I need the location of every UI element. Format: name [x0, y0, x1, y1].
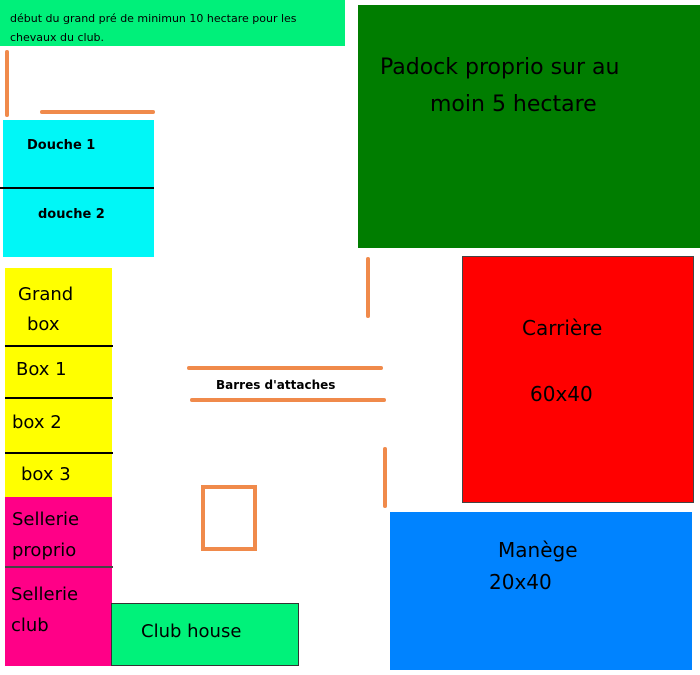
orange-square-outline — [201, 485, 257, 551]
carriere-size: 60x40 — [530, 382, 593, 406]
box-2: box 2 — [5, 399, 112, 452]
carriere: Carrière 60x40 — [462, 256, 694, 503]
grand-box: Grand box — [5, 268, 112, 346]
grand-box-line2: box — [27, 314, 60, 335]
box-2-label: box 2 — [12, 412, 62, 433]
manege-size: 20x40 — [489, 570, 552, 594]
fence-mid-vertical — [366, 257, 370, 318]
box-3: box 3 — [5, 454, 112, 497]
box-divider-1 — [5, 345, 113, 347]
douche-2-label: douche 2 — [38, 207, 105, 222]
sellerie-club-line2: club — [11, 615, 49, 636]
fence-left-vertical — [5, 50, 9, 117]
barre-top — [187, 366, 383, 370]
sellerie-club-line1: Sellerie — [11, 584, 79, 605]
carriere-name: Carrière — [522, 316, 603, 340]
note-pre-club-text: début du grand pré de minimun 10 hectare… — [10, 12, 297, 44]
box-divider-3 — [5, 452, 113, 454]
box-1: Box 1 — [5, 347, 112, 398]
padock-line2: moin 5 hectare — [430, 92, 597, 117]
barres-attaches-label: Barres d'attaches — [216, 378, 336, 392]
sellerie-proprio-line2: proprio — [12, 540, 77, 561]
manege-name: Manège — [498, 538, 578, 562]
fence-lower-vertical — [383, 447, 387, 508]
manege: Manège 20x40 — [390, 512, 692, 670]
padock-proprio: Padock proprio sur au moin 5 hectare — [358, 5, 700, 248]
douche-divider — [0, 187, 154, 189]
sellerie-club: Sellerie club — [5, 568, 112, 666]
box-1-label: Box 1 — [16, 359, 67, 380]
box-3-label: box 3 — [21, 464, 71, 485]
fence-top-horizontal — [40, 110, 155, 114]
sellerie-proprio: Sellerie proprio — [5, 497, 112, 567]
note-pre-club: début du grand pré de minimun 10 hectare… — [0, 0, 345, 46]
grand-box-line1: Grand — [18, 284, 74, 305]
douche-1-label: Douche 1 — [27, 138, 96, 153]
sellerie-divider — [5, 566, 113, 568]
sellerie-proprio-line1: Sellerie — [12, 509, 80, 530]
club-house: Club house — [111, 603, 299, 666]
club-house-label: Club house — [141, 621, 242, 642]
padock-line1: Padock proprio sur au — [380, 55, 620, 80]
box-divider-2 — [5, 397, 113, 399]
barre-bottom — [190, 398, 386, 402]
